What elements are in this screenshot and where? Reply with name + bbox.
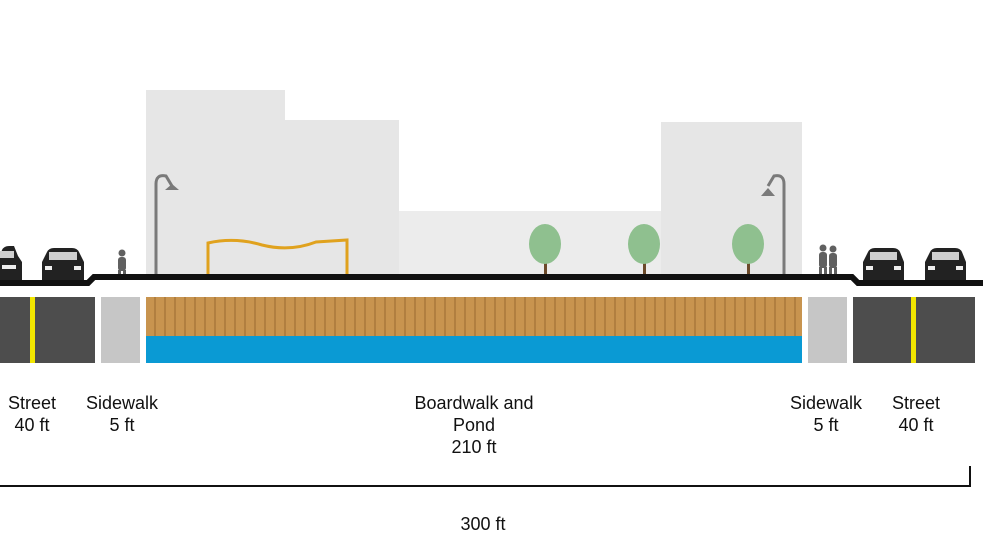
tree-icon <box>628 224 660 278</box>
tree-icon <box>529 224 561 278</box>
ground-line <box>0 274 983 286</box>
car-icon <box>0 246 22 280</box>
pedestrian-icon <box>819 244 827 278</box>
boardwalk-planks <box>154 297 796 336</box>
sidewalk-left <box>101 297 140 363</box>
segment-name: Boardwalk and <box>414 393 534 413</box>
street-lamp-icon <box>761 174 786 278</box>
segment-width: 40 ft <box>898 415 934 435</box>
center-line-left <box>30 297 35 363</box>
building-left <box>146 90 399 278</box>
railing-icon <box>206 238 349 278</box>
segment-name-line2: Pond <box>452 415 496 435</box>
segment-label-boardwalk: Boardwalk and Pond 210 ft <box>393 392 555 458</box>
car-icon <box>863 248 904 280</box>
segment-label-street-right: Street 40 ft <box>884 392 948 436</box>
car-icon <box>925 248 966 280</box>
total-width-label: 300 ft <box>460 514 506 534</box>
car-icon <box>42 248 84 280</box>
segment-name: Sidewalk <box>789 393 863 413</box>
segment-width: 5 ft <box>109 415 135 435</box>
plan-strip <box>0 297 975 363</box>
segment-label-sidewalk-right: Sidewalk 5 ft <box>780 392 872 436</box>
segment-width: 40 ft <box>14 415 50 435</box>
segment-width: 5 ft <box>813 415 839 435</box>
segment-name: Sidewalk <box>85 393 159 413</box>
segment-label-sidewalk-left: Sidewalk 5 ft <box>76 392 168 436</box>
street-lamp-icon <box>154 174 179 278</box>
segment-label-street-left: Street 40 ft <box>2 392 62 436</box>
center-line-right <box>911 297 916 363</box>
tree-icon <box>732 224 764 278</box>
boardwalk <box>146 297 802 336</box>
pedestrian-icon <box>118 249 126 278</box>
street-left <box>0 297 95 363</box>
segment-width: 210 ft <box>451 437 497 457</box>
sidewalk-right <box>808 297 847 363</box>
building-right <box>661 122 802 278</box>
dimension-bracket <box>0 466 971 487</box>
segment-name: Street <box>7 393 57 413</box>
segment-name: Street <box>891 393 941 413</box>
background-buildings <box>146 90 802 278</box>
pedestrian-icon <box>829 245 837 278</box>
pond <box>146 336 802 363</box>
